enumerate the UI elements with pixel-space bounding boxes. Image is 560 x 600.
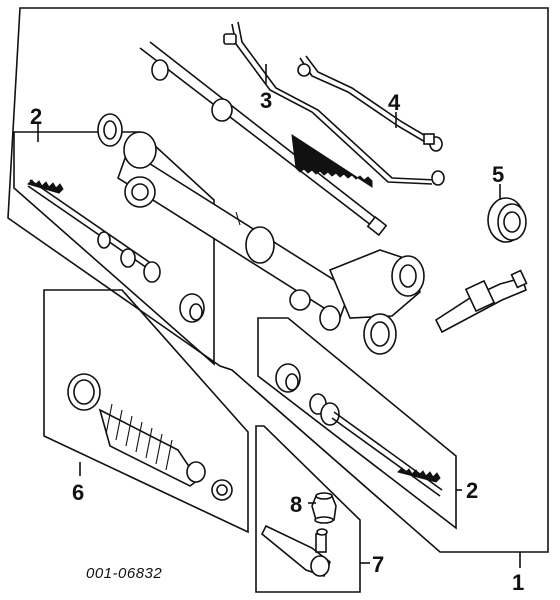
callout-4: 4 bbox=[388, 90, 401, 115]
tie-rod-end-box bbox=[255, 425, 361, 593]
callout-8: 8 bbox=[290, 492, 302, 517]
dust-boot-8 bbox=[311, 492, 337, 524]
gear-housing bbox=[97, 113, 425, 355]
diagram-code: 001-06832 bbox=[86, 565, 162, 582]
pinion-valve bbox=[434, 269, 528, 334]
pressure-line-4 bbox=[297, 55, 443, 152]
callout-2-right: 2 bbox=[466, 478, 478, 503]
rack-bar bbox=[139, 41, 388, 237]
right-tie-rod bbox=[275, 363, 443, 497]
bellows-box bbox=[43, 289, 249, 534]
main-assembly-frame bbox=[7, 7, 549, 553]
pressure-line-3 bbox=[223, 21, 445, 186]
callout-1: 1 bbox=[512, 570, 524, 595]
callout-3: 3 bbox=[260, 88, 272, 113]
seal-5 bbox=[487, 197, 527, 243]
callout-7: 7 bbox=[372, 552, 384, 577]
bellows-boot bbox=[67, 373, 233, 501]
callout-5: 5 bbox=[492, 162, 504, 187]
callout-6: 6 bbox=[72, 480, 84, 505]
left-tie-rod bbox=[27, 179, 205, 323]
right-tie-rod-box bbox=[257, 317, 457, 530]
callout-2-left: 2 bbox=[30, 104, 42, 129]
tie-rod-end bbox=[260, 524, 331, 577]
